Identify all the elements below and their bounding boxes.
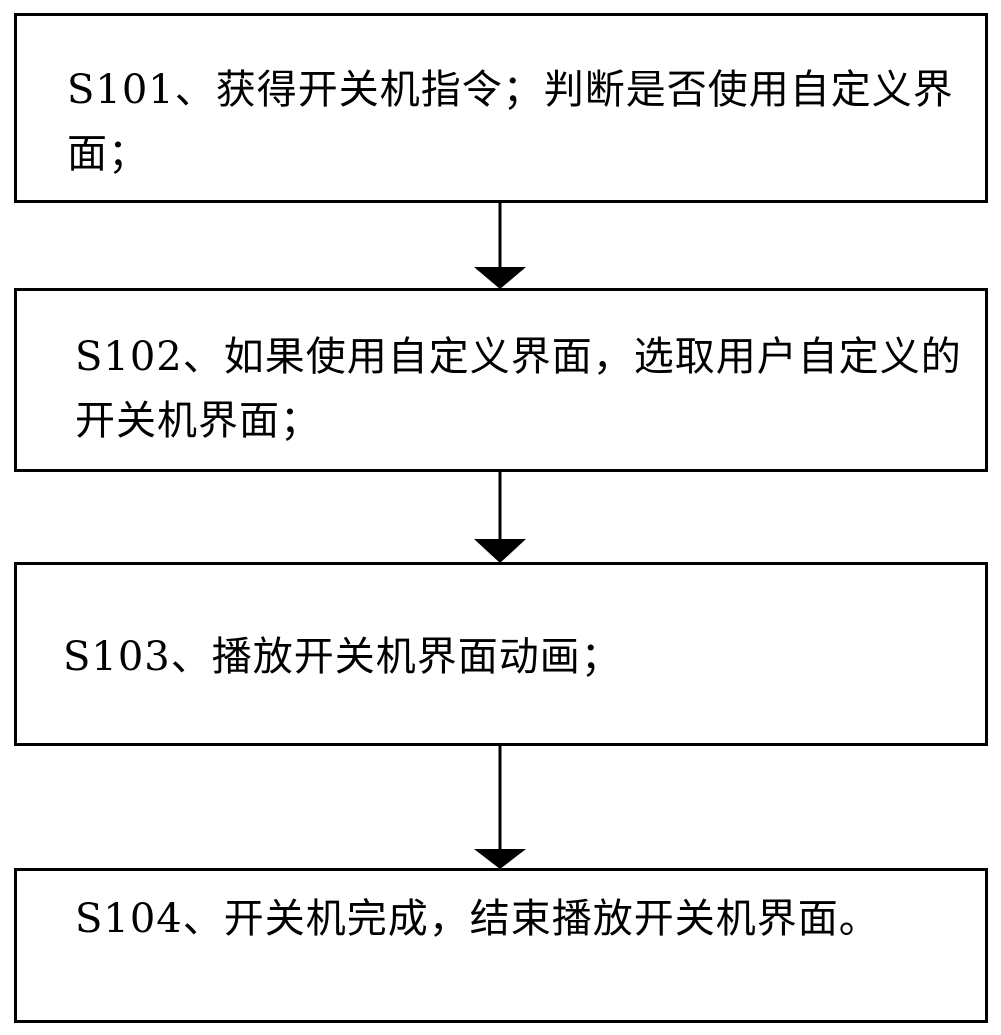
- arrow-s103-to-s104: [474, 746, 526, 869]
- step-box-s103: S103、播放开关机界面动画；: [14, 562, 988, 746]
- step-box-s104: S104、开关机完成，结束播放开关机界面。: [14, 868, 988, 1023]
- step-text-s101: S101、获得开关机指令；判断是否使用自定义界面；: [67, 67, 954, 177]
- step-text-s104: S104、开关机完成，结束播放开关机界面。: [75, 896, 880, 942]
- step-box-s102: S102、如果使用自定义界面，选取用户自定义的开关机界面；: [14, 288, 988, 472]
- arrow-down-icon: [474, 849, 526, 869]
- arrow-s101-to-s102: [474, 203, 526, 289]
- step-text-s102: S102、如果使用自定义界面，选取用户自定义的开关机界面；: [75, 334, 962, 444]
- arrow-s102-to-s103: [474, 472, 526, 563]
- step-box-s101: S101、获得开关机指令；判断是否使用自定义界面；: [14, 13, 988, 203]
- arrow-down-icon: [474, 539, 526, 563]
- step-text-s103: S103、播放开关机界面动画；: [63, 634, 622, 680]
- arrow-down-icon: [474, 267, 526, 289]
